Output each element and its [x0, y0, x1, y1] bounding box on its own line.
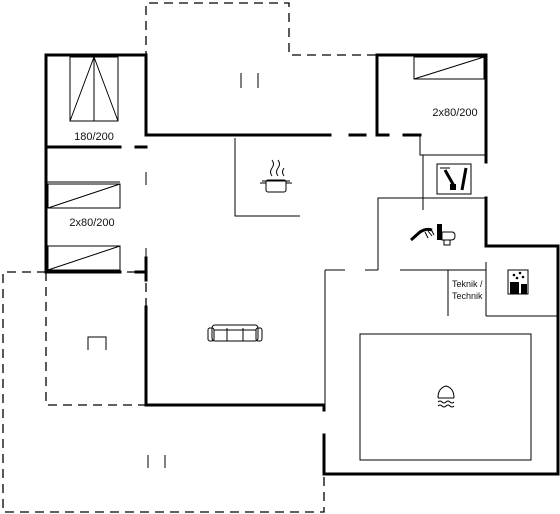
bed-master: 180/200: [69, 56, 119, 143]
terrace-top: [145, 2, 377, 135]
door-marker-top: [240, 73, 259, 88]
bed-size-label: 180/200: [74, 131, 114, 143]
bed-size-label: 2x80/200: [432, 107, 477, 119]
door-marker-left: [87, 336, 107, 350]
bed-left: 2x80/200: [47, 183, 121, 271]
door-marker-bottom: [147, 455, 166, 468]
terrace-bottom-left: [2, 271, 325, 513]
technik-label-line1: Teknik /: [452, 279, 483, 289]
vacuum-broom-icon: [436, 163, 472, 195]
exterior-walls: [44, 53, 560, 476]
pool: [359, 333, 532, 461]
technik-label-line2: Technik: [452, 291, 483, 301]
cooking-pot-icon: [260, 159, 292, 193]
washing-machine-icon: [507, 269, 529, 295]
sofa-icon: [207, 324, 263, 342]
shower-toilet-icon: [410, 224, 456, 246]
interior-walls: [46, 117, 558, 405]
pool-icon: [437, 385, 455, 408]
bed-size-label: 2x80/200: [69, 217, 114, 229]
bed-right: 2x80/200: [413, 56, 485, 119]
